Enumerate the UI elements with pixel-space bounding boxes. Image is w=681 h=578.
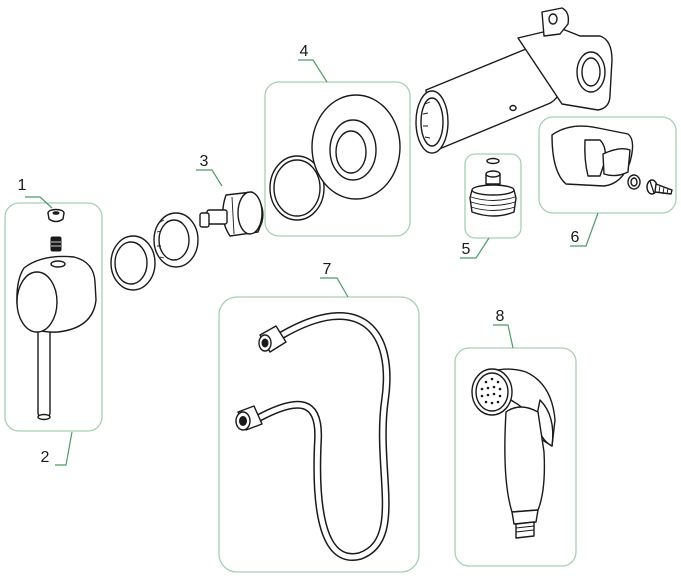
spray-nozzle-holes: [480, 377, 502, 405]
leader-7: [320, 277, 349, 298]
part-locking-nut: [153, 212, 199, 268]
frame-escutcheon-group: [264, 81, 411, 237]
frame-connector-group: [464, 153, 522, 239]
part-trim-ring: [110, 235, 156, 291]
part-wall-body: [415, 7, 613, 154]
frame-hose-group: [218, 296, 420, 573]
part-holder-bracket: [551, 125, 634, 187]
callout-7: 7: [323, 261, 332, 278]
callout-6: 6: [571, 229, 580, 246]
part-washer: [627, 174, 641, 190]
part-cartridge: [199, 191, 264, 237]
leader-3: [196, 169, 223, 187]
leader-8: [493, 324, 514, 349]
part-oring: [269, 155, 325, 221]
callout-2: 2: [41, 449, 50, 466]
part-hose-connector: [469, 157, 517, 217]
part-grub-screw: [50, 236, 62, 252]
part-flexible-hose: [235, 312, 391, 561]
leader-5: [460, 237, 490, 259]
callout-1: 1: [18, 177, 27, 194]
frame-holder-group: [538, 116, 677, 214]
leader-4: [298, 59, 328, 83]
leader-6: [570, 212, 599, 247]
frame-spray-group: [454, 347, 577, 567]
callout-8: 8: [496, 308, 505, 325]
callout-4: 4: [300, 43, 309, 60]
leader-2: [55, 431, 73, 466]
part-escutcheon: [311, 94, 401, 200]
leader-1: [25, 196, 53, 209]
part-lever-handle: [16, 255, 97, 421]
frame-handle-group: [4, 202, 103, 432]
part-fixing-screw: [646, 179, 673, 195]
part-cap: [47, 208, 65, 223]
part-hand-spray: [471, 368, 556, 539]
callout-5: 5: [462, 241, 471, 258]
callout-3: 3: [200, 153, 209, 170]
